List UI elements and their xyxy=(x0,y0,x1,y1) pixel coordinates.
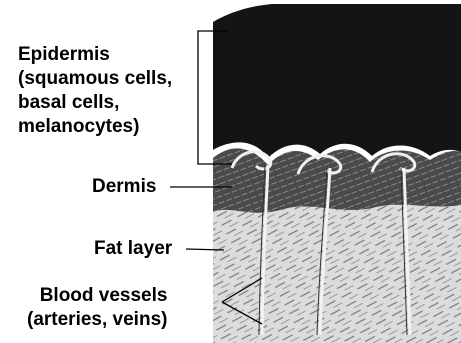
blood-vessels-label-line1: Blood vessels xyxy=(27,284,167,308)
epidermis-label-line3: basal cells, xyxy=(18,91,172,115)
epidermis-label-line4: melanocytes) xyxy=(18,115,172,139)
epidermis-label-line2: (squamous cells, xyxy=(18,67,172,91)
blood-vessels-label-line2: (arteries, veins) xyxy=(27,308,167,332)
epidermis-region xyxy=(213,4,461,158)
blood-vessels-label: Blood vessels (arteries, veins) xyxy=(27,284,167,332)
epidermis-label: Epidermis (squamous cells, basal cells, … xyxy=(18,43,172,139)
fat-layer-label: Fat layer xyxy=(94,237,172,261)
dermis-region xyxy=(213,148,461,212)
dermis-label: Dermis xyxy=(92,175,156,199)
epidermis-label-line1: Epidermis xyxy=(18,43,172,67)
